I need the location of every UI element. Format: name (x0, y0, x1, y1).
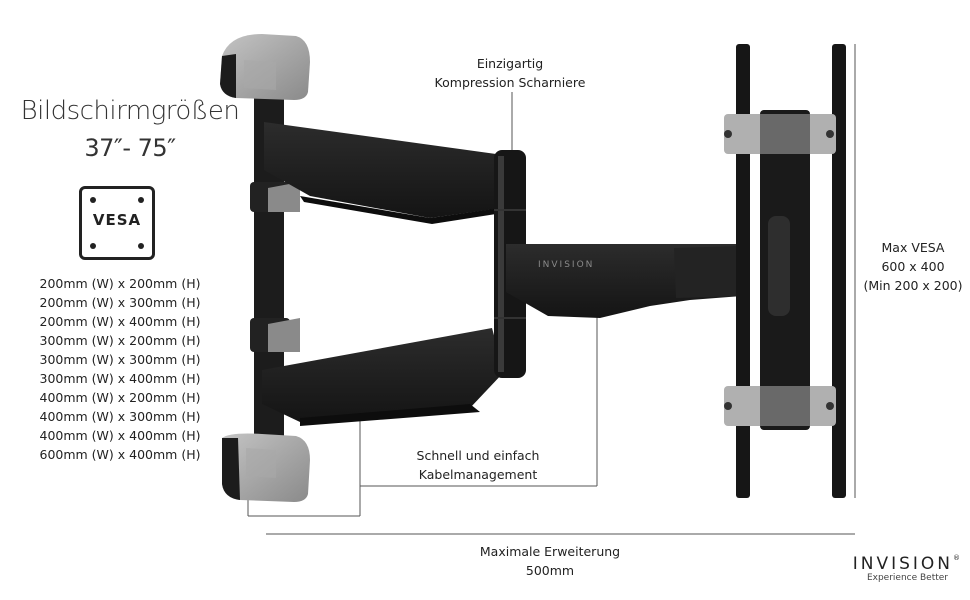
bottom-end-cap (222, 433, 310, 502)
extension-callout: Maximale Erweiterung 500mm (440, 542, 660, 580)
brand-tagline: Experience Better (866, 573, 948, 583)
vesa-pattern: 400mm (W) x 200mm (H) (39, 390, 201, 405)
vesa-pattern: 300mm (W) x 400mm (H) (39, 371, 201, 386)
brand-name: INVISION (852, 554, 953, 574)
max-vesa-line2: 600 x 400 (881, 259, 945, 274)
vesa-pattern: 300mm (W) x 300mm (H) (39, 352, 201, 367)
brand-logo: INVISION® Experience Better (798, 554, 960, 583)
brand-reg-mark: ® (953, 554, 960, 562)
extension-callout-line2: 500mm (525, 563, 575, 578)
screen-sizes-heading: Bildschirmgrößen (20, 96, 240, 126)
extension-arm (506, 244, 742, 318)
max-vesa-callout: Max VESA 600 x 400 (Min 200 x 200) (856, 238, 970, 295)
vesa-pattern: 200mm (W) x 300mm (H) (39, 295, 201, 310)
max-vesa-line1: Max VESA (881, 240, 945, 255)
upper-arm (264, 122, 502, 224)
cable-callout: Schnell und einfach Kabelmanagement (378, 446, 578, 484)
screen-size-range: 37″- 75″ (84, 134, 176, 162)
vesa-pattern: 600mm (W) x 400mm (H) (39, 447, 201, 462)
max-vesa-line3: (Min 200 x 200) (863, 278, 963, 293)
top-end-cap (220, 34, 310, 100)
vesa-badge-label: VESA (92, 211, 142, 229)
vesa-pattern: 400mm (W) x 400mm (H) (39, 428, 201, 443)
lower-arm (262, 328, 504, 426)
cable-callout-line2: Kabelmanagement (418, 467, 538, 482)
vesa-pattern: 300mm (W) x 200mm (H) (39, 333, 201, 348)
vesa-badge-icon: VESA (79, 186, 155, 260)
hinge-callout-line2: Kompression Scharniere (434, 75, 586, 90)
cable-callout-line1: Schnell und einfach (416, 448, 540, 463)
vesa-pattern: 200mm (W) x 200mm (H) (39, 276, 201, 291)
hinge-callout: Einzigartig Kompression Scharniere (400, 54, 620, 92)
vesa-pattern: 200mm (W) x 400mm (H) (39, 314, 201, 329)
product-logo-mark: INVISION (538, 260, 595, 270)
vesa-pattern: 400mm (W) x 300mm (H) (39, 409, 201, 424)
hinge-callout-line1: Einzigartig (476, 56, 544, 71)
callout-lines (247, 44, 856, 535)
vesa-pattern-list: 200mm (W) x 200mm (H) 200mm (W) x 300mm … (14, 274, 226, 464)
extension-callout-line1: Maximale Erweiterung (479, 544, 621, 559)
tv-bracket (724, 44, 846, 498)
